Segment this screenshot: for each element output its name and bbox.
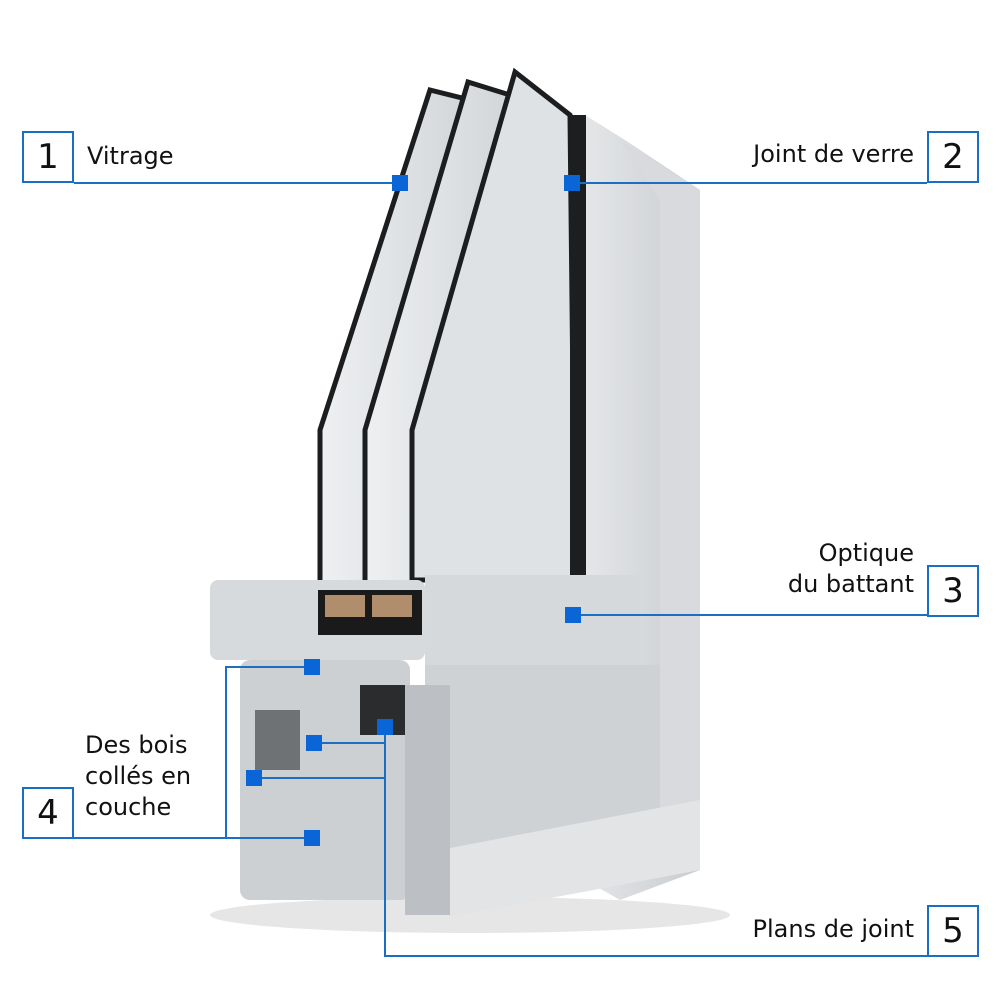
label-line: Des bois [85,731,188,759]
frame-bottom [425,665,660,850]
profile-inner [405,685,450,915]
gasket-grey [255,710,300,770]
callout-label-vitrage: Vitrage [87,142,174,170]
callout-label-bois-colles: Des bois collés en couche [85,730,191,823]
label-line: collés en [85,762,192,790]
shadow [210,897,730,933]
label-line: du battant [787,570,914,598]
callout-number-3: 3 [927,565,979,617]
callout-label-plans-de-joint: Plans de joint [752,915,914,943]
callout-label-joint-de-verre: Joint de verre [753,140,914,168]
callout-number-4: 4 [22,787,74,839]
desiccant [372,595,412,617]
glass-seal [570,115,586,580]
callout-number-2: 2 [927,131,979,183]
callout-number-1: 1 [22,131,74,183]
callout-number-5: 5 [927,905,979,957]
label-line: couche [85,793,172,821]
callout-lines [74,182,927,957]
label-line: Optique [818,539,914,567]
callout-label-optique-du-battant: Optique du battant [788,538,914,600]
callout-markers [246,175,581,846]
desiccant [325,595,365,617]
frame-side [620,140,700,860]
sash-bottom [425,575,640,665]
sill [410,800,700,915]
